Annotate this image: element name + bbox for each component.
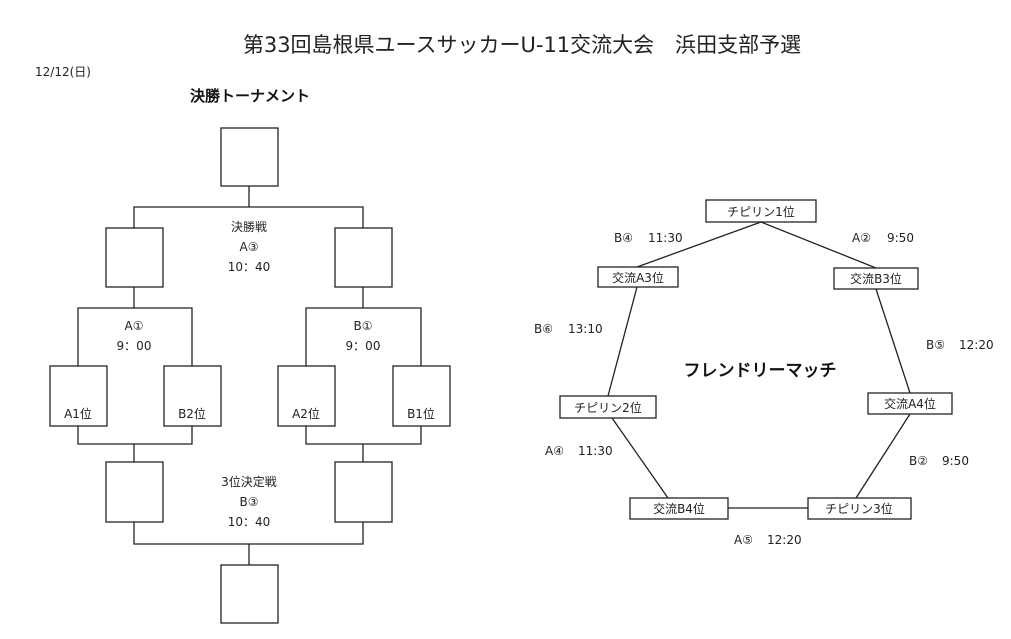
semifinal-left-bracket xyxy=(77,307,193,366)
team-kouryu-b4: 交流B4位 xyxy=(629,497,729,520)
third-right-box xyxy=(334,461,393,523)
match-court: B② xyxy=(909,454,928,468)
team-chiprin3: チピリン3位 xyxy=(807,497,912,520)
match-court: A② xyxy=(852,231,871,245)
team-label: チピリン2位 xyxy=(574,400,642,415)
match-line xyxy=(636,221,762,268)
friendly-heading: フレンドリーマッチ xyxy=(684,361,837,381)
semifinal-left-time: 9：00 xyxy=(117,339,152,353)
team-chiprin1: チピリン1位 xyxy=(705,199,817,223)
team-label: 交流B3位 xyxy=(850,271,902,286)
final-bracket-line xyxy=(133,206,364,228)
match-time: 12:20 xyxy=(767,533,802,547)
third-left-bracket xyxy=(77,426,193,445)
third-right-bracket xyxy=(305,426,422,445)
seed-label: A1位 xyxy=(64,406,92,421)
seed-label: A2位 xyxy=(292,406,320,421)
match-court: B⑥ xyxy=(534,322,553,336)
match-time: 11:30 xyxy=(648,231,683,245)
match-time: 11:30 xyxy=(578,444,613,458)
match-court: A⑤ xyxy=(734,533,753,547)
seed-box xyxy=(392,365,451,427)
page-title: 第33回島根県ユースサッカーU-11交流大会 浜田支部予選 xyxy=(243,33,801,57)
match-line xyxy=(855,413,911,499)
final-time: 10：40 xyxy=(228,260,271,274)
match-line xyxy=(875,288,911,394)
match-line xyxy=(760,221,877,269)
match-label: A⑤ 12:20 xyxy=(734,533,802,547)
final-name: 決勝戦 xyxy=(231,219,267,234)
third-place-court: B③ xyxy=(240,495,259,509)
match-line xyxy=(611,417,669,499)
team-label: 交流A3位 xyxy=(612,270,664,285)
seed-box xyxy=(277,365,336,427)
match-court: B⑤ xyxy=(926,338,945,352)
third-place-name: 3位決定戦 xyxy=(221,474,277,489)
match-line xyxy=(607,286,638,397)
team-label: チピリン1位 xyxy=(727,204,795,219)
semifinal-right-bracket xyxy=(305,307,422,366)
match-label: B⑥ 13:10 xyxy=(534,322,603,336)
seed-label: B2位 xyxy=(178,406,206,421)
finalist-right-box xyxy=(334,227,393,288)
match-time: 9:50 xyxy=(887,231,914,245)
match-court: B④ xyxy=(614,231,633,245)
team-label: 交流B4位 xyxy=(653,501,705,516)
semifinal-right-court: B① xyxy=(354,319,373,333)
event-date: 12/12(日) xyxy=(35,65,91,79)
match-label: B② 9:50 xyxy=(909,454,969,468)
tournament-heading: 決勝トーナメント xyxy=(190,87,310,105)
champion-box xyxy=(220,127,279,187)
semifinal-right-time: 9：00 xyxy=(346,339,381,353)
match-label: A② 9:50 xyxy=(852,231,914,245)
team-label: チピリン3位 xyxy=(825,501,893,516)
friendly-connections xyxy=(607,221,911,509)
team-kouryu-a4: 交流A4位 xyxy=(867,392,953,415)
match-time: 12:20 xyxy=(959,338,994,352)
match-label: B④ 11:30 xyxy=(614,231,683,245)
match-label: B⑤ 12:20 xyxy=(926,338,994,352)
team-kouryu-b3: 交流B3位 xyxy=(833,267,919,290)
semifinal-left-court: A① xyxy=(125,319,144,333)
match-court: A④ xyxy=(545,444,564,458)
team-chiprin2: チピリン2位 xyxy=(559,395,657,419)
team-kouryu-a3: 交流A3位 xyxy=(597,266,679,288)
tournament-bracket xyxy=(49,127,451,624)
final-court: A③ xyxy=(240,240,259,254)
team-label: 交流A4位 xyxy=(884,396,936,411)
match-time: 13:10 xyxy=(568,322,603,336)
third-left-box xyxy=(105,461,164,523)
seed-label: B1位 xyxy=(407,406,435,421)
finalist-left-box xyxy=(105,227,164,288)
match-label: A④ 11:30 xyxy=(545,444,613,458)
third-place-winner-box xyxy=(220,564,279,624)
seed-box xyxy=(49,365,108,427)
third-place-time: 10：40 xyxy=(228,515,271,529)
match-time: 9:50 xyxy=(942,454,969,468)
